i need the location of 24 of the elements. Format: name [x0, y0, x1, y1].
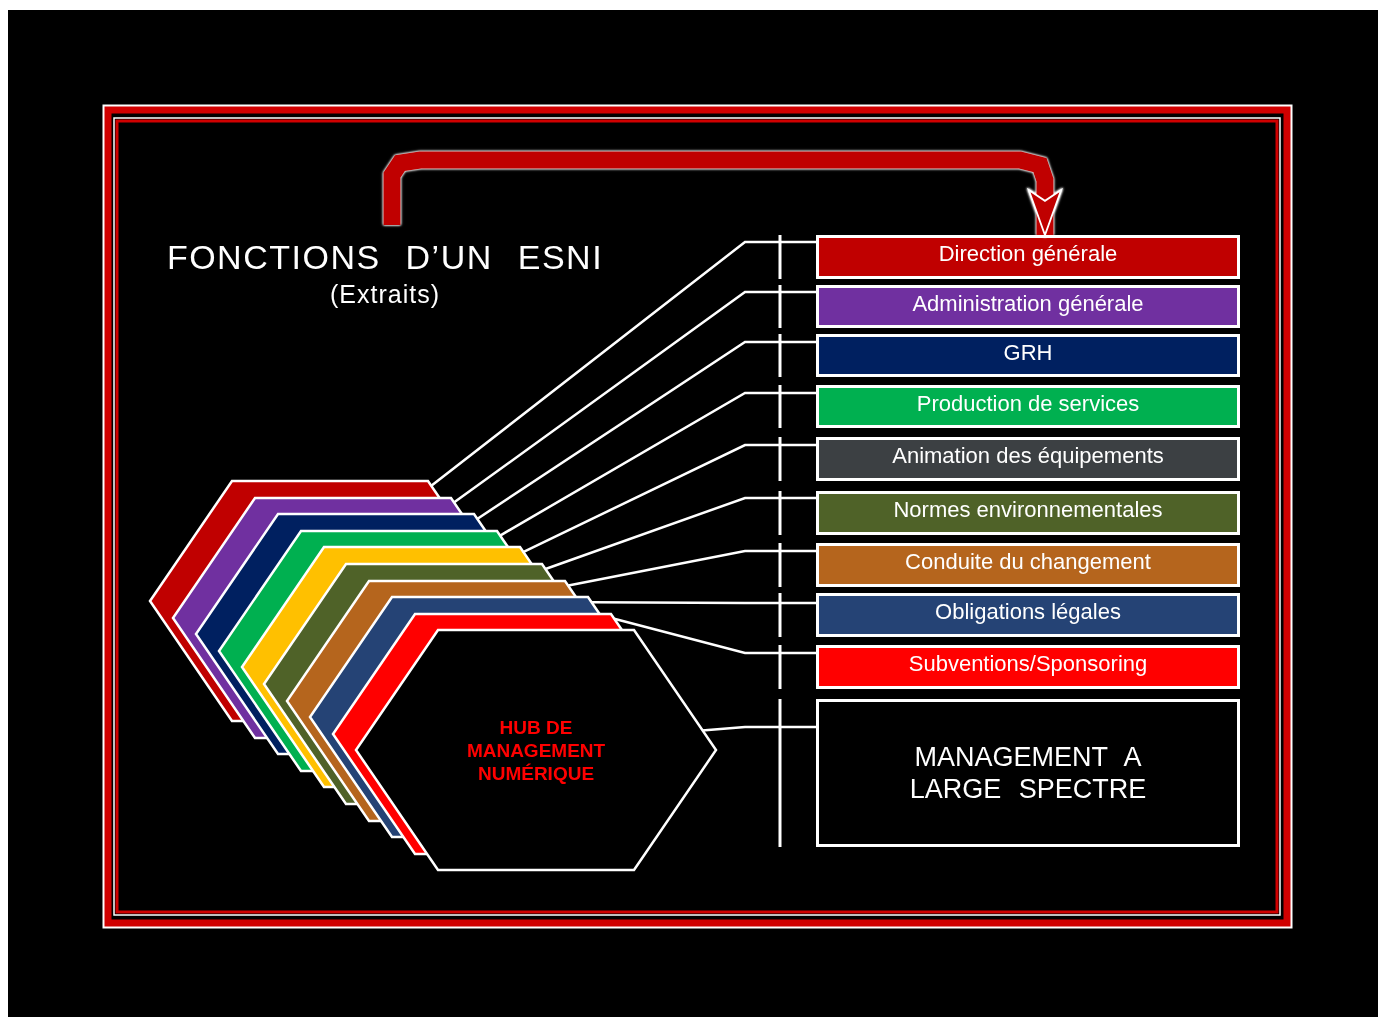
connector-line [476, 332, 816, 521]
hub-label: HUB DE MANAGEMENT NUMÉRIQUE [465, 715, 607, 785]
function-box: Administration générale [816, 285, 1240, 328]
connector-line [499, 383, 816, 537]
connector-line [430, 233, 816, 487]
connector-line [613, 617, 816, 691]
function-box: Direction générale [816, 235, 1240, 279]
connector-line [522, 435, 816, 554]
curved-arrow [383, 151, 1063, 236]
connector-line [568, 541, 816, 589]
connector-line [545, 489, 816, 571]
diagram-title: FONCTIONS D’UN ESNI [165, 238, 605, 277]
function-box: Obligations légales [816, 593, 1240, 637]
subtitle: (Extraits) [329, 280, 441, 309]
function-box: Animation des équipements [816, 437, 1240, 481]
function-box: Subventions/Sponsoring [816, 645, 1240, 689]
function-box: Production de services [816, 385, 1240, 428]
function-box: GRH [816, 334, 1240, 377]
connector-line [591, 591, 816, 639]
connector-line [702, 697, 816, 849]
function-box: Normes environnementales [816, 491, 1240, 535]
function-box: Conduite du changement [816, 543, 1240, 587]
connector-line [453, 283, 816, 504]
summary-box: MANAGEMENT A LARGE SPECTRE [816, 699, 1240, 847]
